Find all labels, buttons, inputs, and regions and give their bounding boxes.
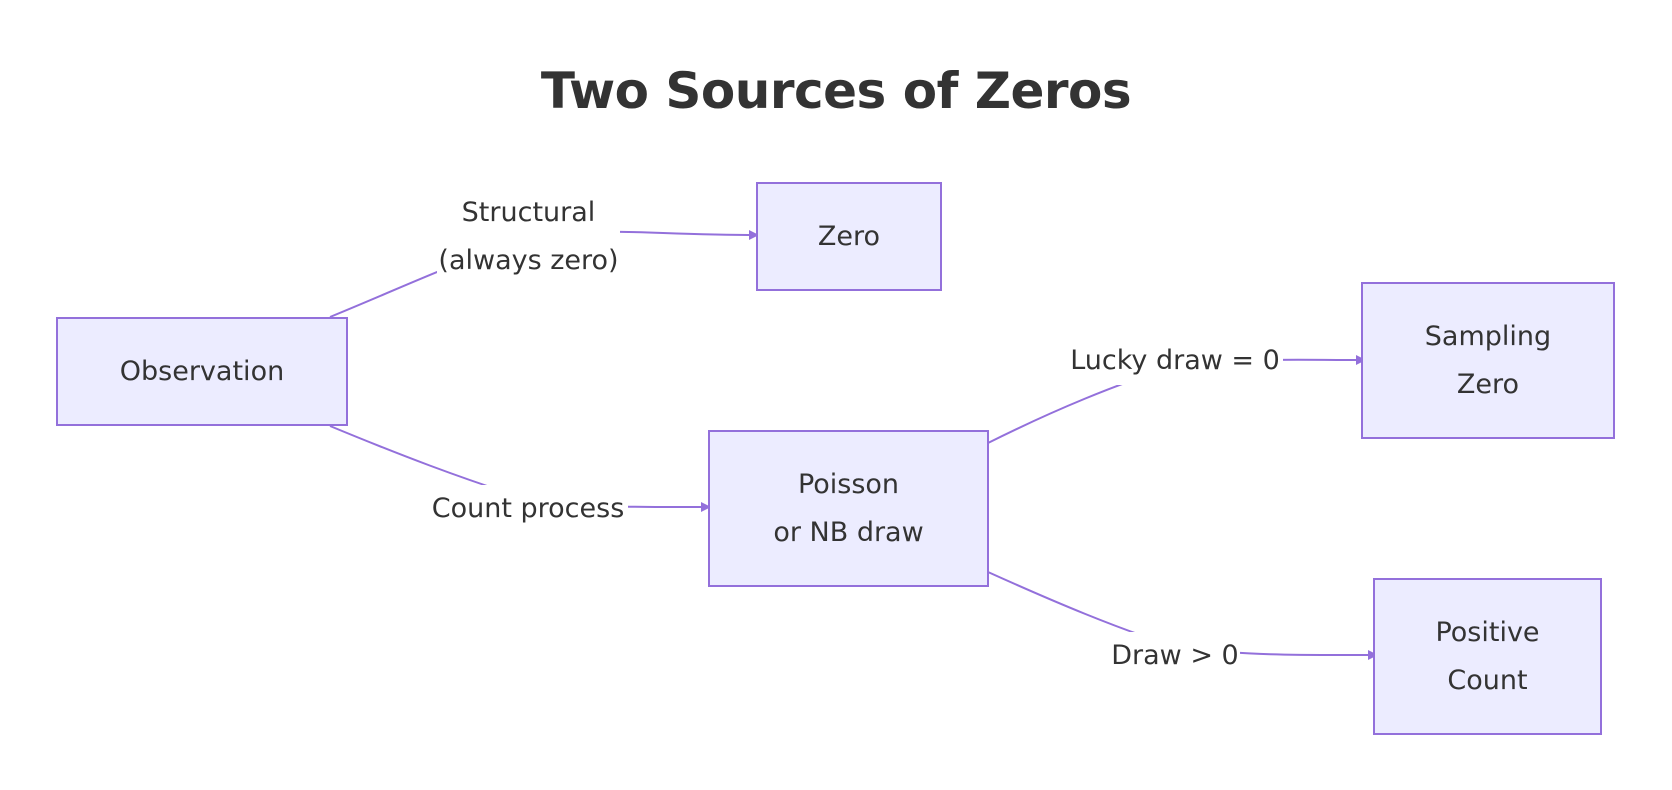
node-positive-count-line-2: Count bbox=[1447, 664, 1528, 696]
edge-label-draw-positive: Draw > 0 bbox=[1110, 632, 1240, 680]
node-poisson-line-1: Poisson bbox=[797, 468, 900, 500]
node-observation[interactable]: Observation bbox=[56, 317, 348, 426]
edge-label-lucky-draw-text: Lucky draw = 0 bbox=[1070, 345, 1280, 376]
node-sampling-zero-line-1: Sampling bbox=[1424, 320, 1552, 352]
edge-label-structural-line-1: Structural bbox=[461, 197, 596, 228]
node-sampling-zero[interactable]: Sampling Zero bbox=[1361, 282, 1615, 439]
node-zero-label: Zero bbox=[817, 220, 881, 252]
node-observation-label: Observation bbox=[119, 355, 285, 387]
edge-label-draw-positive-text: Draw > 0 bbox=[1111, 640, 1239, 671]
diagram-title: Two Sources of Zeros bbox=[540, 62, 1132, 120]
edge-label-structural: Structural (always zero) bbox=[437, 189, 620, 285]
edge-label-count-process: Count process bbox=[428, 485, 628, 533]
node-poisson-nb-draw[interactable]: Poisson or NB draw bbox=[708, 430, 989, 587]
edge-label-count-process-text: Count process bbox=[431, 493, 625, 524]
edge-label-structural-line-2: (always zero) bbox=[438, 245, 619, 276]
node-positive-count-line-1: Positive bbox=[1435, 616, 1540, 648]
node-positive-count[interactable]: Positive Count bbox=[1373, 578, 1602, 735]
edge-label-lucky-draw: Lucky draw = 0 bbox=[1067, 337, 1283, 385]
node-sampling-zero-line-2: Zero bbox=[1456, 368, 1520, 400]
node-zero[interactable]: Zero bbox=[756, 182, 942, 291]
node-poisson-line-2: or NB draw bbox=[773, 516, 924, 548]
